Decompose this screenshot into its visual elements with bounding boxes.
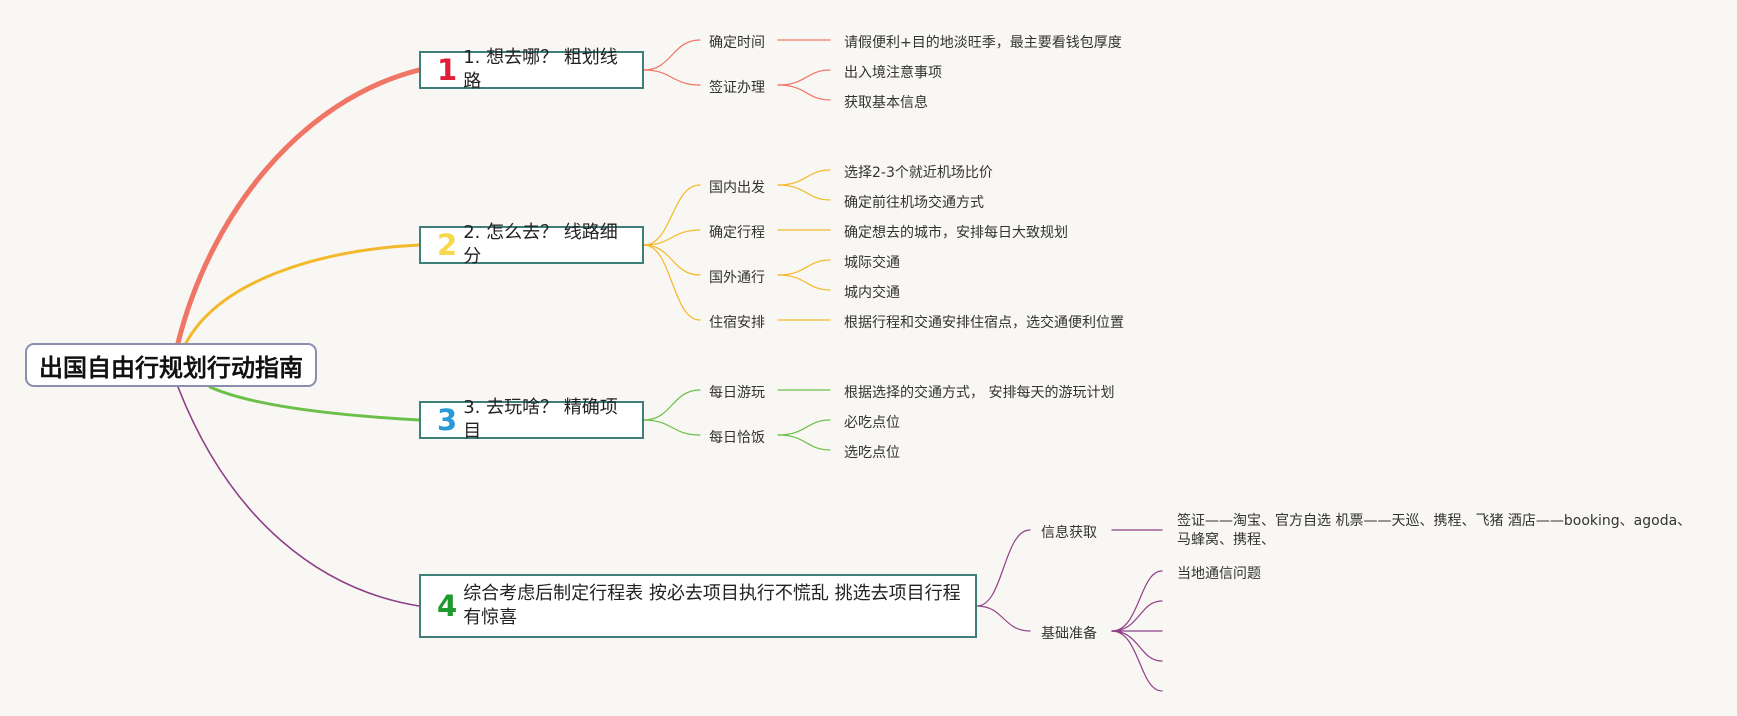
branch-1-sub-2[interactable]: 签证办理: [709, 80, 765, 96]
branch-2-sub-1[interactable]: 国内出发: [709, 180, 765, 196]
connector-branch-4-sub-1: [976, 529, 1031, 607]
connector-b2s1-leaf-1: [777, 169, 831, 186]
connector-b4s2-leaf-5: [1111, 630, 1163, 692]
connector-root-branch-3: [208, 385, 421, 422]
connector-root-branch-4: [177, 386, 420, 607]
connector-branch-2-sub-2: [643, 229, 701, 246]
branch-4-number-icon: 4: [437, 588, 458, 623]
connector-branch-3-sub-2: [643, 419, 701, 436]
connector-b2s3-leaf-2: [777, 274, 831, 291]
branch-1-sub-1[interactable]: 确定时间: [709, 35, 765, 51]
branch-3-number-icon: 3: [437, 402, 458, 437]
branch-1-title: 1. 想去哪？ 粗划线路: [463, 47, 618, 92]
branch-3-sub-2-leaf-2[interactable]: 选吃点位: [844, 445, 900, 461]
branch-4-sub-1[interactable]: 信息获取: [1041, 525, 1097, 541]
branch-2-node[interactable]: 2 2. 怎么去？ 线路细分: [419, 222, 644, 267]
branch-3-sub-2-leaf-1[interactable]: 必吃点位: [844, 415, 900, 431]
branch-2-number-icon: 2: [437, 227, 458, 262]
connector-b4s2-leaf-1: [1111, 570, 1163, 632]
connector-branch-1-sub-2: [643, 69, 701, 86]
root-node[interactable]: 出国自由行规划行动指南: [25, 343, 317, 387]
branch-4-sub-2-leaf-1[interactable]: 当地通信问题: [1177, 566, 1261, 582]
connector-branch-2-sub-4: [643, 244, 701, 321]
branch-2-sub-3-leaf-2[interactable]: 城内交通: [844, 285, 900, 301]
connector-b1s2-leaf-2: [777, 84, 831, 101]
branch-2-sub-2-leaf-1[interactable]: 确定想去的城市，安排每日大致规划: [844, 225, 1068, 241]
connector-b3s2-leaf-2: [777, 434, 831, 451]
branch-3-sub-1-leaf-1[interactable]: 根据选择的交通方式， 安排每天的游玩计划: [844, 385, 1115, 401]
connector-branch-2-sub-3: [643, 244, 701, 276]
connector-b1s2-leaf-1: [777, 69, 831, 86]
branch-2-sub-4-leaf-1[interactable]: 根据行程和交通安排住宿点，选交通便利位置: [844, 315, 1124, 331]
branch-3-sub-1[interactable]: 每日游玩: [709, 385, 765, 401]
connector-b4s2-leaf-2: [1111, 600, 1163, 632]
branch-2-title: 2. 怎么去？ 线路细分: [463, 222, 618, 267]
branch-1-sub-1-leaf-1[interactable]: 请假便利+目的地淡旺季，最主要看钱包厚度: [844, 35, 1122, 51]
branch-1-sub-2-leaf-1[interactable]: 出入境注意事项: [844, 65, 942, 81]
branch-2-sub-1-leaf-2[interactable]: 确定前往机场交通方式: [844, 195, 984, 211]
branch-2-sub-3[interactable]: 国外通行: [709, 270, 765, 286]
branch-4-sub-2[interactable]: 基础准备: [1041, 626, 1097, 642]
branch-2-sub-3-leaf-1[interactable]: 城际交通: [844, 255, 900, 271]
connector-b2s1-leaf-2: [777, 184, 831, 201]
branch-1-sub-2-leaf-2[interactable]: 获取基本信息: [844, 95, 928, 111]
branch-3-title: 3. 去玩啥？ 精确项目: [463, 397, 618, 442]
branch-1-number-icon: 1: [437, 52, 458, 87]
branch-4-sub-1-leaf-1[interactable]: 签证——淘宝、官方自选 机票——天巡、携程、飞猪 酒店——booking、ago…: [1177, 513, 1692, 548]
branch-3-node[interactable]: 3 3. 去玩啥？ 精确项目: [419, 397, 644, 442]
branch-2-sub-2[interactable]: 确定行程: [709, 225, 765, 241]
connector-branch-4-sub-2: [976, 605, 1031, 632]
connector-root-branch-2: [184, 243, 421, 345]
connector-branch-2-sub-1: [643, 184, 701, 246]
branch-2-sub-4[interactable]: 住宿安排: [709, 315, 765, 331]
connector-branch-3-sub-1: [643, 389, 701, 421]
connector-b2s3-leaf-1: [777, 259, 831, 276]
branch-1-node[interactable]: 1 1. 想去哪？ 粗划线路: [419, 47, 644, 92]
branch-2-sub-1-leaf-1[interactable]: 选择2-3个就近机场比价: [844, 165, 993, 181]
branch-3-sub-2[interactable]: 每日恰饭: [709, 430, 765, 446]
connector-branch-1-sub-1: [643, 39, 701, 71]
root-title: 出国自由行规划行动指南: [39, 353, 303, 382]
branch-4-title: 综合考虑后制定行程表 按必去项目执行不慌乱 挑选去项目行程有惊喜: [463, 583, 961, 628]
connector-root-branch-1: [175, 67, 422, 346]
branch-4-node[interactable]: 4 综合考虑后制定行程表 按必去项目执行不慌乱 挑选去项目行程有惊喜: [419, 574, 977, 638]
connector-b3s2-leaf-1: [777, 419, 831, 436]
